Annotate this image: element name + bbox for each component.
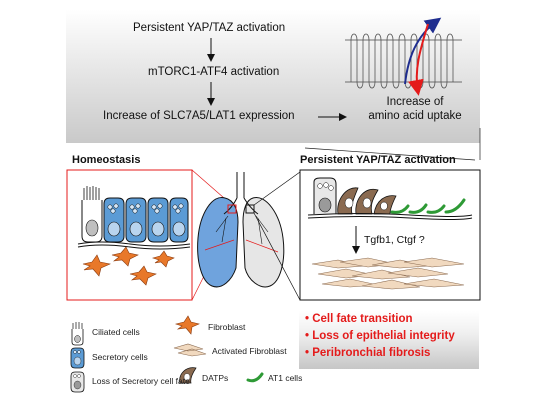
pathway-step-mtorc1: mTORC1-ATF4 activation [148,66,280,78]
outcome-item-2: • Loss of epithelial integrity [305,330,455,342]
pathway-step-slc7a5: Increase of SLC7A5/LAT1 expression [103,110,295,122]
activated-fibroblast-group [311,257,465,290]
mediators-label: Tgfb1, Ctgf ? [364,234,425,246]
homeostasis-title: Homeostasis [72,154,141,166]
legend-activated-fibroblast-label: Activated Fibroblast [212,346,287,356]
membrane-transporter-icon [345,17,462,96]
ciliated-cell-icon [81,186,103,243]
legend-datps-label: DATPs [202,373,229,383]
legend-fibroblast-label: Fibroblast [208,322,246,332]
legend-secretory-icon [70,347,85,369]
outcome-item-3: • Peribronchial fibrosis [305,347,431,359]
outcomes-box [299,311,479,369]
pathway-step-yap-taz: Persistent YAP/TAZ activation [133,22,286,34]
homeostasis-epithelium [77,186,191,250]
legend-ciliated-icon [71,322,84,346]
legend-loss-secretory-icon [70,371,85,393]
outcome-item-1: • Cell fate transition [305,313,413,325]
legend-at1-label: AT1 cells [268,373,303,383]
fibroblast-group [82,246,175,286]
outcome-line-2: amino acid uptake [368,110,462,122]
legend-ciliated-label: Ciliated cells [92,327,140,337]
legend-secretory-label: Secretory cells [92,352,148,362]
persistent-epithelium [307,177,473,220]
persistent-activation-title: Persistent YAP/TAZ activation [300,154,456,166]
legend-fibroblast-icon [174,315,200,335]
legend-at1-icon [246,372,264,383]
legend-activated-fibroblast-icon [173,343,207,357]
outcome-line-1: Increase of [386,96,444,108]
lung-icon [197,172,285,288]
legend-datp-icon [179,367,197,384]
legend-loss-secretory-label: Loss of Secretory cell fate [92,376,190,386]
